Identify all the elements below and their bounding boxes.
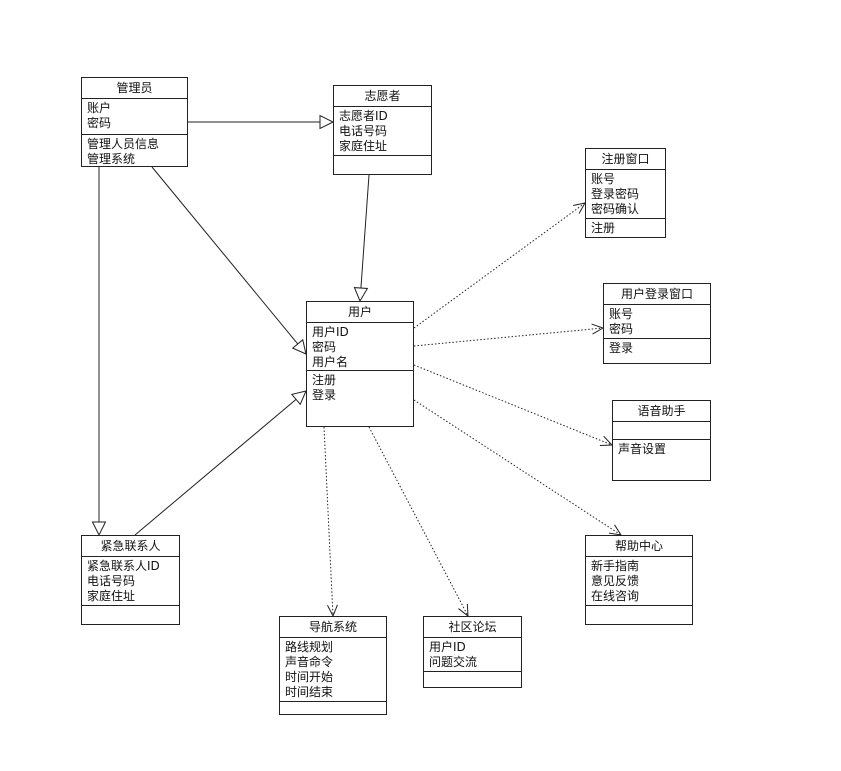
class-volunteer-operations xyxy=(334,156,431,160)
class-login-name: 用户登录窗口 xyxy=(604,284,710,305)
generalization-arrowhead-admin-to-user xyxy=(291,338,307,355)
attr: 志愿者ID xyxy=(339,109,388,123)
class-admin-operations: 管理人员信息 管理系统 xyxy=(82,135,187,169)
attr: 用户名 xyxy=(312,355,349,369)
class-user-attributes: 用户ID 密码 用户名 xyxy=(307,323,413,371)
class-help-operations xyxy=(586,606,692,610)
dependency-line-user-to-register xyxy=(413,202,586,329)
class-volunteer-name: 志愿者 xyxy=(334,86,431,107)
attr: 账户 xyxy=(87,101,112,115)
class-volunteer-attributes: 志愿者ID 电话号码 家庭住址 xyxy=(334,107,431,156)
dependency-line-user-to-login xyxy=(413,327,604,347)
class-register-name: 注册窗口 xyxy=(586,149,665,170)
attr: 问题交流 xyxy=(429,655,478,669)
attr: 电话号码 xyxy=(87,574,136,588)
attr: 用户ID xyxy=(312,325,349,339)
op: 登录 xyxy=(312,388,337,402)
attr: 账号 xyxy=(609,307,634,321)
attr: 路线规划 xyxy=(285,640,334,654)
dependency-arrowhead-user-to-help xyxy=(608,524,623,536)
class-forum-operations xyxy=(424,672,521,676)
class-voice-operations: 声音设置 xyxy=(613,440,710,459)
op: 声音设置 xyxy=(618,442,667,456)
attr: 时间开始 xyxy=(285,670,334,684)
op: 管理系统 xyxy=(87,152,136,166)
dependency-arrowhead-user-to-login xyxy=(591,323,605,335)
generalization-line-admin-to-user xyxy=(151,166,299,345)
class-voice-attributes xyxy=(613,422,710,440)
class-login-operations: 登录 xyxy=(604,339,710,358)
attr: 家庭住址 xyxy=(339,139,388,153)
class-user-operations: 注册 登录 xyxy=(307,371,413,405)
class-admin[interactable]: 管理员 账户 密码 管理人员信息 管理系统 xyxy=(81,77,188,167)
attr: 电话号码 xyxy=(339,124,388,138)
generalization-arrowhead-volunteer-to-user xyxy=(353,287,369,303)
class-help-name: 帮助中心 xyxy=(586,536,692,557)
class-admin-attributes: 账户 密码 xyxy=(82,99,187,135)
attr: 账号 xyxy=(591,172,616,186)
attr: 密码确认 xyxy=(591,202,640,216)
class-emergency[interactable]: 紧急联系人 紧急联系人ID 电话号码 家庭住址 xyxy=(81,535,180,625)
attr: 密码 xyxy=(87,116,112,130)
dependency-arrowhead-user-to-voice xyxy=(599,435,614,447)
attr: 时间结束 xyxy=(285,685,334,699)
attr: 紧急联系人ID xyxy=(87,559,160,573)
class-help-attributes: 新手指南 意见反馈 在线咨询 xyxy=(586,557,692,606)
attr: 用户ID xyxy=(429,640,466,654)
dependency-line-user-to-nav xyxy=(323,426,334,617)
class-user[interactable]: 用户 用户ID 密码 用户名 注册 登录 xyxy=(306,301,414,427)
generalization-arrowhead-admin-to-volunteer xyxy=(319,114,335,130)
attr: 密码 xyxy=(312,340,337,354)
class-emergency-operations xyxy=(82,606,179,610)
class-volunteer[interactable]: 志愿者 志愿者ID 电话号码 家庭住址 xyxy=(333,85,432,175)
class-user-name: 用户 xyxy=(307,302,413,323)
class-login[interactable]: 用户登录窗口 账号 密码 登录 xyxy=(603,283,711,364)
generalization-arrowhead-admin-to-emergency xyxy=(91,521,107,537)
class-nav[interactable]: 导航系统 路线规划 声音命令 时间开始 时间结束 xyxy=(279,616,387,715)
class-forum-attributes: 用户ID 问题交流 xyxy=(424,638,521,672)
generalization-line-volunteer-to-user xyxy=(360,174,370,289)
class-register-attributes: 账号 登录密码 密码确认 xyxy=(586,170,665,219)
class-emergency-name: 紧急联系人 xyxy=(82,536,179,557)
op: 注册 xyxy=(312,373,337,387)
dependency-line-user-to-forum xyxy=(368,426,469,617)
class-register[interactable]: 注册窗口 账号 登录密码 密码确认 注册 xyxy=(585,148,666,238)
dependency-arrowhead-user-to-register xyxy=(573,202,586,214)
op: 注册 xyxy=(591,221,616,235)
attr: 密码 xyxy=(609,322,634,336)
attr: 登录密码 xyxy=(591,187,640,201)
op: 管理人员信息 xyxy=(87,137,160,151)
dependency-line-user-to-help xyxy=(413,399,622,536)
class-emergency-attributes: 紧急联系人ID 电话号码 家庭住址 xyxy=(82,557,179,606)
attr: 声音命令 xyxy=(285,655,334,669)
class-login-attributes: 账号 密码 xyxy=(604,305,710,339)
class-voice-name: 语音助手 xyxy=(613,401,710,422)
dependency-line-user-to-voice xyxy=(413,364,613,446)
class-nav-attributes: 路线规划 声音命令 时间开始 时间结束 xyxy=(280,638,386,702)
generalization-arrowhead-emergency-to-user xyxy=(290,390,307,406)
attr: 家庭住址 xyxy=(87,589,136,603)
class-voice[interactable]: 语音助手 声音设置 xyxy=(612,400,711,481)
attr: 意见反馈 xyxy=(591,574,640,588)
generalization-line-emergency-to-user xyxy=(134,398,297,536)
class-forum[interactable]: 社区论坛 用户ID 问题交流 xyxy=(423,616,522,688)
class-nav-operations xyxy=(280,702,386,706)
class-admin-name: 管理员 xyxy=(82,78,187,99)
class-register-operations: 注册 xyxy=(586,219,665,238)
attr: 在线咨询 xyxy=(591,589,640,603)
class-forum-name: 社区论坛 xyxy=(424,617,521,638)
class-help[interactable]: 帮助中心 新手指南 意见反馈 在线咨询 xyxy=(585,535,693,625)
op: 登录 xyxy=(609,341,634,355)
class-nav-name: 导航系统 xyxy=(280,617,386,638)
attr: 新手指南 xyxy=(591,559,640,573)
